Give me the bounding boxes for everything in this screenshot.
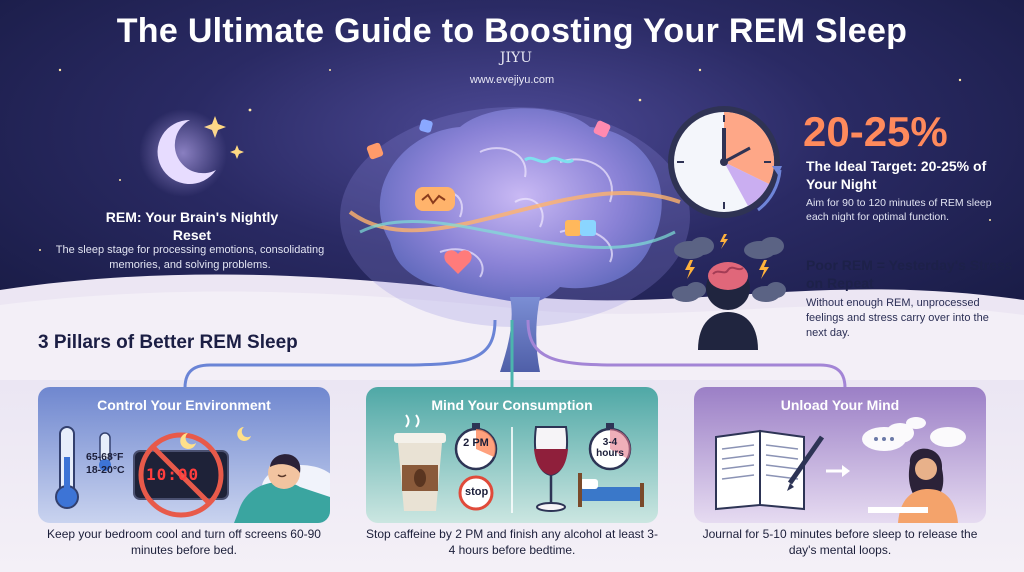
thermometer-icon: [55, 426, 111, 509]
pillar-title: Unload Your Mind: [780, 397, 900, 413]
connector-lines: [183, 320, 847, 389]
moon-icon: [139, 109, 227, 197]
wine-glass-icon: [534, 426, 568, 512]
writing-person-icon: [868, 448, 958, 523]
brand-logo: JIYU: [499, 50, 533, 66]
bed-icon: [578, 473, 644, 507]
timer-icon: [454, 423, 498, 471]
pillar-title: Mind Your Consumption: [431, 397, 593, 413]
poor-rem-title: Poor REM = Yesterday's Stress on Repeat: [806, 257, 1013, 292]
target-description: Aim for 90 to 120 minutes of REM sleep e…: [806, 197, 992, 224]
pillar-card-mind: Unload Your Mind: [694, 387, 986, 523]
pillars-heading: 3 Pillars of Better REM Sleep: [38, 332, 298, 353]
stop-sign-icon: [458, 475, 494, 511]
rem-title: REM: Your Brain's Nightly Reset: [105, 209, 279, 244]
chat-bubble-icon: [415, 187, 455, 211]
target-title: The Ideal Target: 20-25% of Your Night: [806, 158, 987, 193]
stop-label: stop: [465, 486, 489, 498]
poor-rem-description: Without enough REM, unprocessed feelings…: [806, 297, 989, 339]
clock-display: 10:00: [146, 465, 200, 484]
coffee-cup-icon: [394, 414, 446, 511]
pillar-title: Control Your Environment: [97, 397, 271, 413]
puzzle-icon: [565, 220, 581, 236]
storm-head-icon: [672, 234, 786, 350]
clock-icon: [668, 106, 782, 218]
temperature-label: 65-68°F 18-20°C: [86, 451, 125, 477]
journal-icon: [715, 429, 825, 511]
target-percent: 20-25%: [803, 108, 948, 155]
site-url: www.evejiyu.com: [469, 74, 555, 86]
pillar-description: Stop caffeine by 2 PM and finish any alc…: [366, 527, 658, 558]
page-title: The Ultimate Guide to Boosting Your REM …: [116, 12, 908, 50]
timer-label: 2 PM: [463, 437, 489, 449]
timer-label: 3-4 hours: [596, 437, 624, 459]
heart-icon: [444, 250, 472, 274]
no-screen-icon: [133, 432, 229, 518]
pillar-card-consumption: Mind Your Consumption: [366, 387, 658, 523]
brain-icon: [340, 107, 690, 372]
pillar-description: Journal for 5-10 minutes before sleep to…: [702, 527, 978, 558]
sleeping-person-icon: [234, 454, 330, 523]
rem-description: The sleep stage for processing emotions,…: [55, 244, 325, 271]
pillar-description: Keep your bedroom cool and turn off scre…: [47, 527, 321, 558]
pillar-card-environment: Control Your Environment 65-68°F 18-20°C…: [38, 387, 330, 523]
